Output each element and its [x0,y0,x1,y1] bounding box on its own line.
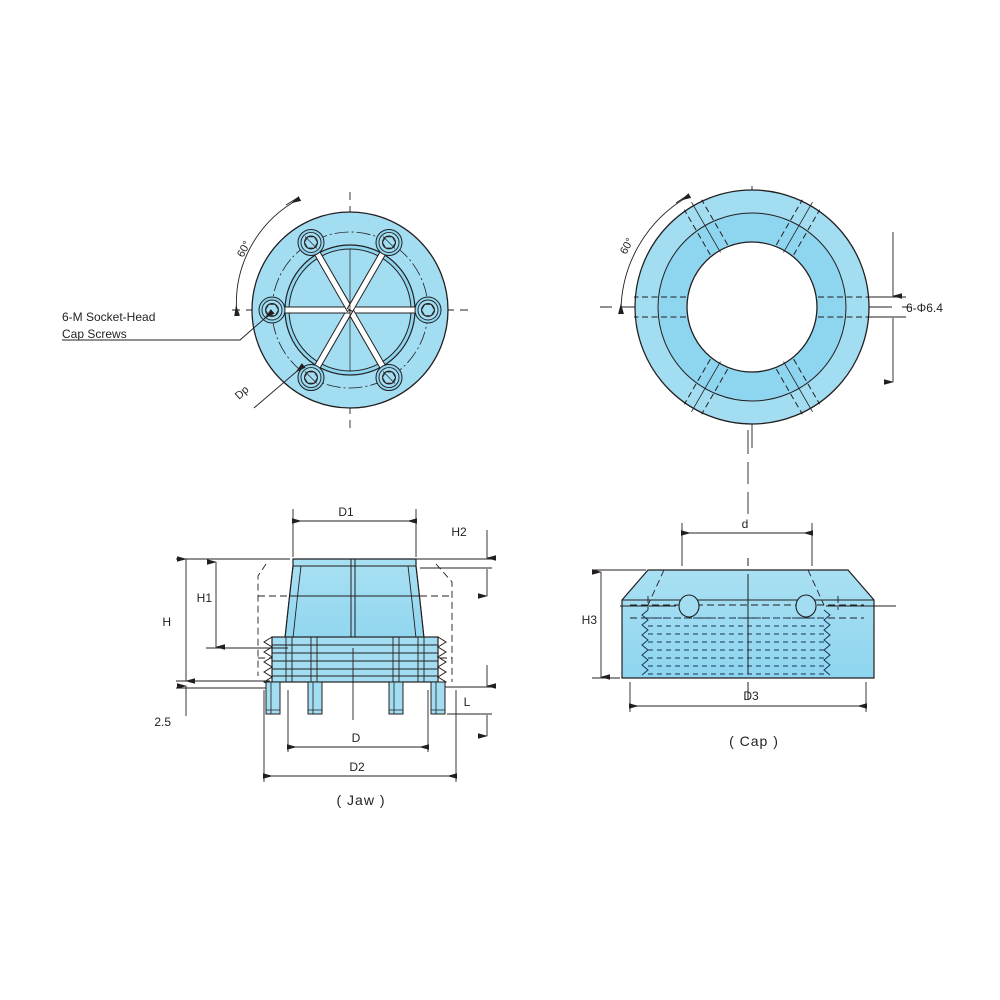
socket-head-screw-group [258,228,442,392]
view-ring: 60° 6-Φ6.4 [600,186,943,448]
view-front-face: 60° Dp 6-M Socket-Head Cap Screws [62,192,468,428]
dimension-D2: D2 [263,690,457,782]
dimension-label-D1: D1 [338,505,354,519]
jaw-pin [430,681,446,715]
dimension-label-d: d [742,517,749,531]
jaw-view-caption: ( Jaw ) [337,792,386,808]
cap-chamfer-right [807,569,825,606]
dimension-2-5: 2.5 [154,683,266,729]
dimension-D: D [287,690,429,752]
jaw-pin [388,681,404,715]
dimension-H1: H1 [197,558,290,650]
socket-head-screw [375,364,403,392]
dimension-label-H2: H2 [451,525,467,539]
cap-chamfer-left [647,569,665,606]
view-cap: d H3 D3 ( Cap ) [582,430,896,749]
jaw-hidden-outline-right [435,563,453,682]
socket-head-screw [297,364,325,392]
cap-serration-field [641,609,831,676]
jaw-base-plate [271,636,439,683]
cap-serration-left-edge [641,609,649,676]
cap-hidden-edge-verticals [647,596,839,610]
jaw-hidden-outline-left [257,563,267,676]
dimension-d: d [681,517,813,566]
ring-bore-circle [686,241,818,373]
view-jaw: D1 H2 H H1 2.5 [154,505,496,808]
socket-head-screw [258,296,286,324]
jaw-upper-right-edge-inner [407,565,417,639]
dimension-D1: D1 [292,505,417,557]
dimension-label-2-5: 2.5 [154,715,171,729]
cap-view-caption: ( Cap ) [729,733,779,749]
dimension-label-H1: H1 [197,591,213,605]
dimension-H2: H2 [416,525,496,599]
jaw-pin-group [265,681,446,715]
dimension-label-H: H [162,615,171,629]
dimension-L: L [445,665,496,739]
dimension-label-D: D [352,731,361,745]
hole-callout-label: 6-Φ6.4 [906,301,943,315]
jaw-pin [307,681,323,715]
dimension-H3: H3 [582,569,646,680]
jaw-pin [265,681,281,715]
dimension-label-D2: D2 [349,760,365,774]
cap-hole-left [678,594,700,618]
hole-diameter-dimension: 6-Φ6.4 [866,232,943,385]
jaw-serration-lines [272,644,438,677]
jaw-serration-right-edge [437,636,447,688]
cap-hole-right [795,594,817,618]
dimension-D3: D3 [629,682,867,712]
screw-callout-line2: Cap Screws [62,327,127,341]
socket-head-screw [297,228,325,256]
screw-callout: 6-M Socket-Head Cap Screws [62,309,275,341]
screw-callout-line1: 6-M Socket-Head [62,310,155,324]
jaw-base-verticals [285,637,425,682]
cap-serration-right-edge [823,609,831,676]
jaw-upper-left-edge-inner [292,565,302,639]
jaw-upper-right-edge [415,565,425,639]
dimension-label-H3: H3 [582,613,598,627]
socket-head-screw [414,296,442,324]
jaw-serration-left-edge [263,636,273,688]
jaw-upper-centerline [350,559,356,648]
dimension-label-D3: D3 [743,689,759,703]
dimension-label-L: L [464,695,471,709]
jaw-upper-left-edge [284,565,294,639]
socket-head-screw [375,228,403,256]
